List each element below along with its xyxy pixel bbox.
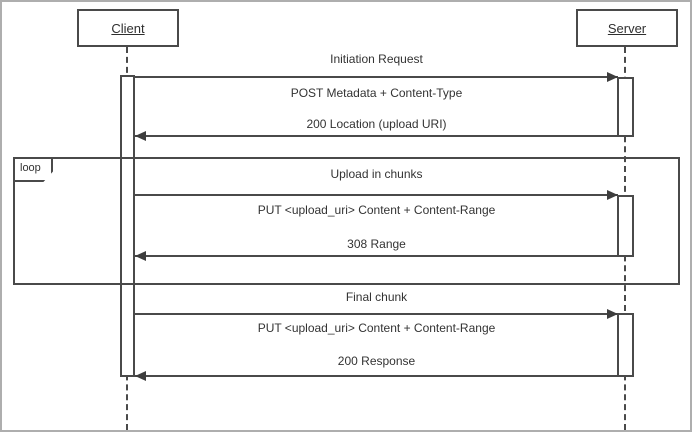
request-line-final [135,313,618,315]
request-label-final: PUT <upload_uri> Content + Content-Range [257,321,496,335]
response-arrowhead-icon [135,251,146,261]
response-label-final: 200 Response [337,354,416,368]
request-arrowhead-icon [607,72,618,82]
request-line-initiation [135,76,618,78]
client-actor-box: Client [77,9,179,47]
request-label-initiation: POST Metadata + Content-Type [290,86,463,100]
response-line-final [135,375,618,377]
response-arrowhead-icon [135,131,146,141]
request-arrowhead-icon [607,309,618,319]
response-line-initiation [135,135,618,137]
section-title-loop: Upload in chunks [330,167,423,181]
server-actor-label: Server [607,20,647,36]
server-activation-bar-final [617,313,634,377]
request-label-loop: PUT <upload_uri> Content + Content-Range [257,203,496,217]
request-line-loop [135,194,618,196]
loop-fragment-label: loop [13,157,53,182]
response-arrowhead-icon [135,371,146,381]
section-title-final: Final chunk [345,290,408,304]
response-label-initiation: 200 Location (upload URI) [306,117,447,131]
server-actor-box: Server [576,9,678,47]
server-activation-bar-loop [617,195,634,257]
request-arrowhead-icon [607,190,618,200]
client-activation-bar [120,75,135,377]
client-actor-label: Client [111,20,145,36]
response-label-loop: 308 Range [347,237,406,251]
section-title-initiation: Initiation Request [330,52,423,66]
server-activation-bar-initiation [617,77,634,137]
response-line-loop [135,255,618,257]
